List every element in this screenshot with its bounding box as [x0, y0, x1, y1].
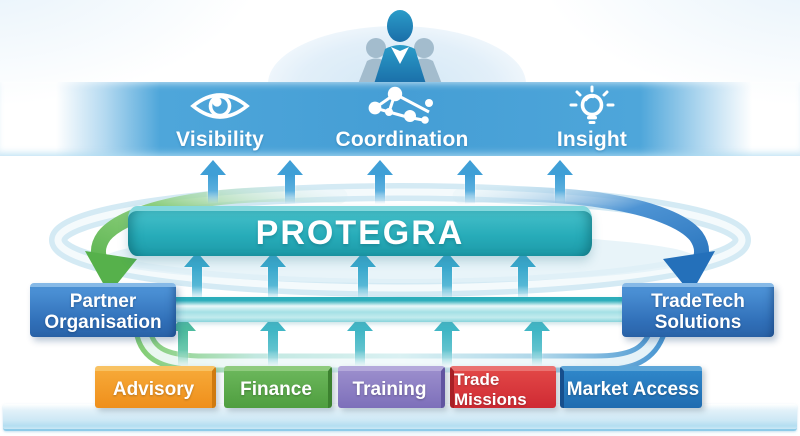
capability-label: Insight: [556, 128, 628, 151]
capability-visibility: Visibility: [140, 86, 300, 152]
main-platform-band: [88, 297, 712, 322]
protegra-title: PROTEGRA: [255, 214, 465, 252]
up-arrow: [434, 252, 460, 298]
service-label: Training: [352, 378, 427, 400]
service-box-advisory: Advisory: [95, 366, 216, 408]
up-arrow: [367, 160, 393, 204]
up-arrow: [434, 316, 460, 366]
up-arrow: [524, 316, 550, 366]
partner-organisation-box: Partner Organisation: [30, 283, 176, 337]
network-icon: [365, 86, 439, 126]
platform-base: [3, 404, 797, 431]
up-arrow: [200, 160, 226, 204]
service-label: Trade Missions: [454, 369, 527, 409]
swoosh-green-arrow: [85, 186, 348, 294]
service-box-market-access: Market Access: [560, 366, 702, 408]
tradetech-solutions-label-line1: TradeTech: [651, 290, 745, 312]
service-box-trade-missions: Trade Missions: [450, 366, 556, 409]
lightbulb-icon: [566, 85, 618, 126]
up-arrow: [350, 252, 376, 298]
up-arrow: [347, 316, 373, 366]
tradetech-solutions-box: TradeTech Solutions: [622, 283, 774, 337]
protegra-bar: PROTEGRA: [128, 206, 592, 256]
eye-icon: [189, 86, 251, 126]
partner-organisation-label-line1: Partner: [69, 290, 137, 312]
capability-band: Visibility Coordination: [0, 82, 800, 156]
capability-insight: Insight: [512, 85, 672, 152]
service-box-training: Training: [338, 366, 445, 408]
loop-band: [133, 320, 668, 373]
capability-coordination: Coordination: [322, 86, 482, 152]
service-box-finance: Finance: [224, 366, 332, 408]
partner-organisation-label-line2: Organisation: [44, 312, 162, 333]
swoosh-blue-arrow: [452, 186, 715, 294]
up-arrow: [184, 252, 210, 298]
people-icon: [358, 10, 442, 84]
up-arrow: [260, 316, 286, 366]
service-label: Advisory: [112, 378, 195, 400]
capability-label: Visibility: [176, 128, 264, 151]
up-arrow: [277, 160, 303, 204]
service-label: Finance: [240, 378, 312, 400]
up-arrow: [547, 160, 573, 204]
up-arrow: [457, 160, 483, 204]
up-arrow: [510, 252, 536, 298]
up-arrow: [260, 252, 286, 298]
service-label: Market Access: [566, 378, 700, 400]
capability-label: Coordination: [335, 128, 469, 151]
tradetech-solutions-label-line2: Solutions: [654, 312, 742, 333]
